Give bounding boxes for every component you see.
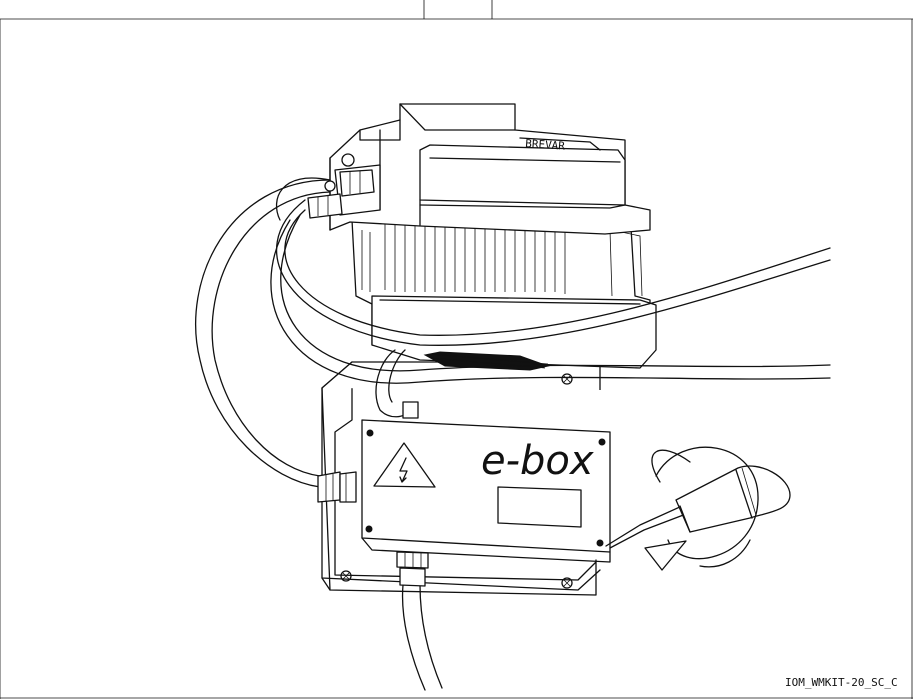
e-box: e-box [361,419,611,587]
motor-inverter-unit: BREVAR [329,103,657,371]
bracket-screw-icon [561,577,573,589]
cable-glands-upper [307,153,375,219]
ebox-label: e-box [481,438,594,484]
bracket-screw-icon [340,570,352,582]
bottom-cable-gland [396,551,429,587]
drawing-code: IOM_WMKIT-20_SC_C [785,676,898,689]
cables [195,177,831,691]
side-cable-gland [317,471,357,503]
electrical-hazard-icon [373,442,436,488]
rotation-arrow-icon [644,446,759,571]
screwdriver-icon [605,465,791,549]
brand-mark: BREVAR [525,137,566,153]
